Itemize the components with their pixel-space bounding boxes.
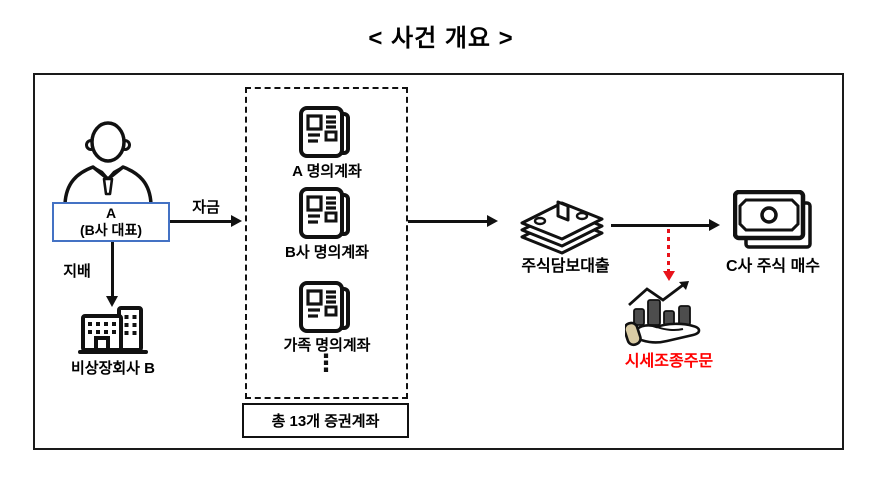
manipulation-arrow-head (662, 271, 675, 281)
account-ledger-icon (299, 106, 350, 158)
person-a-role: (B사 대표) (80, 222, 142, 238)
account-ledger-icon (299, 281, 350, 333)
company-b-label: 비상장회사 B (70, 360, 155, 377)
stock-loan-label: 주식담보대출 (521, 258, 610, 275)
manipulation-arrow-line (667, 229, 670, 272)
person-a-name: A (105, 205, 117, 222)
diagram-frame (33, 73, 844, 450)
control-arrow-head (106, 296, 118, 307)
person-a-box: A (B사 대표) (52, 202, 170, 242)
accounts-total-box: 총 13개 증권계좌 (242, 403, 409, 438)
funds-arrow-head (231, 215, 242, 227)
account-ledger-icon (299, 187, 350, 239)
accounts-to-loan-arrow-head (487, 215, 498, 227)
stock-purchase-label: C사 주식 매수 (725, 258, 821, 275)
control-arrow-label: 지배 (63, 263, 91, 280)
hand-chart-icon (625, 281, 701, 347)
account-family-label: 가족 명의계좌 (283, 337, 371, 354)
accounts-group-box (245, 87, 408, 399)
manipulation-label: 시세조종주문 (624, 353, 714, 370)
account-a-label: A 명의계좌 (292, 163, 362, 180)
account-b-label: B사 명의계좌 (284, 244, 369, 261)
accounts-total-label: 총 13개 증권계좌 (271, 413, 380, 430)
funds-arrow-label: 자금 (192, 199, 220, 216)
control-arrow-line (111, 242, 114, 298)
more-accounts-ellipsis: ⋮ (314, 350, 338, 377)
loan-to-purchase-arrow-head (709, 219, 720, 231)
accounts-to-loan-arrow-line (408, 220, 489, 223)
cash-stack-icon (520, 200, 604, 255)
banknote-icon (733, 190, 812, 249)
page-title: < 사건 개요 > (368, 25, 514, 52)
funds-arrow-line (170, 220, 233, 223)
loan-to-purchase-arrow-line (611, 224, 711, 227)
businessman-icon (63, 121, 153, 206)
building-icon (78, 306, 148, 354)
